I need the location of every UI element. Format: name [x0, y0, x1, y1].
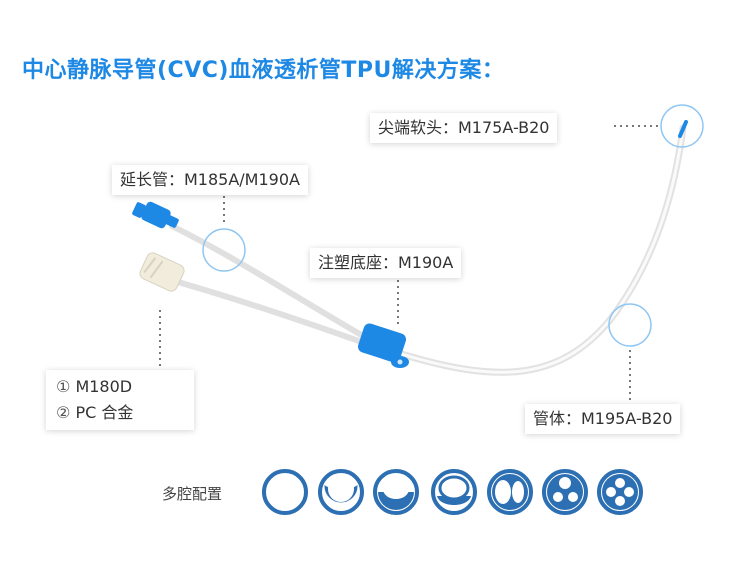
- extension-tube-upper: [169, 223, 373, 343]
- body-highlight-circle: [608, 303, 652, 347]
- lumen-configurations: [262, 469, 643, 515]
- extension-label: 延长管：M185A/M190A: [112, 165, 308, 195]
- connector-material-2: PC 合金: [75, 403, 134, 422]
- circled-number-1: ①: [56, 377, 71, 396]
- lumen-config-label: 多腔配置: [162, 485, 223, 503]
- lumen-config-4: [431, 469, 477, 515]
- circled-number-2: ②: [56, 403, 71, 422]
- connector-line-1: ① M180D: [56, 374, 184, 400]
- blue-luer-connector: [132, 201, 179, 229]
- hub-label: 注塑底座：M190A: [310, 248, 462, 278]
- connector-line-2: ② PC 合金: [56, 400, 184, 426]
- tip-highlight-circle: [660, 104, 704, 148]
- lumen-config-3: [373, 469, 419, 515]
- lumen-config-5: [487, 469, 533, 515]
- lumen-config-2: [318, 469, 364, 515]
- extension-highlight-circle: [202, 228, 246, 272]
- lumen-config-6: [542, 469, 588, 515]
- blue-hub: [358, 323, 409, 368]
- lumen-config-1: [262, 469, 308, 515]
- page-title: 中心静脉导管(CVC)血液透析管TPU解决方案：: [22, 58, 505, 83]
- white-connector: [139, 252, 185, 292]
- connector-label: ① M180D ② PC 合金: [46, 370, 194, 430]
- tip-label: 尖端软头：M175A-B20: [370, 113, 558, 143]
- lumen-config-7: [597, 469, 643, 515]
- extension-tube-lower: [175, 279, 373, 348]
- catheter-tip: [678, 120, 688, 138]
- body-label: 管体：M195A-B20: [525, 404, 681, 434]
- connector-material-1: M180D: [75, 377, 133, 396]
